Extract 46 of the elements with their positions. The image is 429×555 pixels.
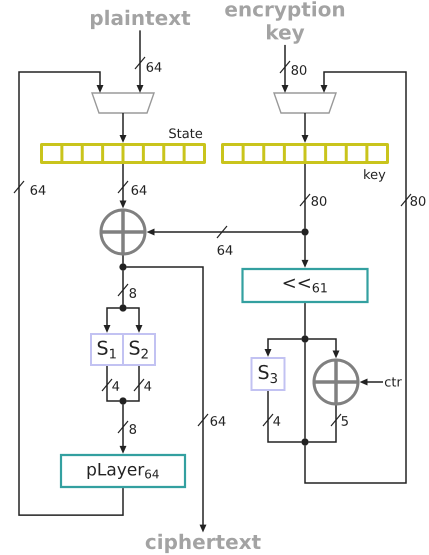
junction-dot — [119, 304, 127, 312]
bit-width-label: 4 — [273, 416, 280, 426]
junction-dot — [301, 228, 309, 236]
connector-line — [122, 256, 124, 264]
bit-width-label: 64 — [30, 185, 46, 195]
bit-width-label: 8 — [130, 424, 136, 434]
process-box: <<$_{61}$ — [241, 268, 369, 304]
arrow — [304, 71, 407, 484]
bit-width-label: 4 — [112, 381, 120, 391]
junction-dot — [301, 335, 309, 343]
connector-line — [304, 342, 306, 438]
connector-line — [126, 366, 140, 402]
input-label: encryption key — [225, 1, 344, 44]
bit-width-label: 80 — [312, 196, 326, 206]
connector-line — [304, 164, 306, 228]
connector-line — [106, 366, 120, 402]
bit-width-label: 80 — [292, 65, 306, 75]
bit-width-label: 8 — [130, 288, 136, 298]
multiplexer-symbol — [273, 92, 337, 114]
input-label: plaintext — [91, 10, 190, 30]
register-label: key — [364, 169, 386, 182]
bit-width-label: 4 — [144, 381, 152, 391]
arrow — [18, 71, 124, 516]
junction-dot — [119, 397, 127, 405]
bit-width-label: 64 — [146, 62, 162, 72]
connector-line — [122, 270, 124, 304]
bit-width-label: 64 — [210, 416, 226, 426]
process-box: pLayer$_{64}$ — [60, 454, 186, 488]
bit-width-label: 5 — [342, 416, 348, 426]
connector-line — [267, 391, 302, 443]
connector-line — [308, 406, 337, 443]
xor-symbol — [312, 358, 360, 406]
junction-dot — [301, 438, 309, 446]
signal-label: ctr — [384, 377, 402, 387]
junction-dot — [119, 263, 127, 271]
substitution-box: S$_{3}$ — [250, 357, 286, 391]
register-label: State — [169, 128, 202, 138]
output-label: ciphertext — [146, 534, 261, 554]
bit-width-label: 64 — [132, 185, 146, 195]
substitution-box: S$_{2}$ — [122, 333, 156, 366]
substitution-box: S$_{1}$ — [90, 333, 124, 366]
connector-line — [304, 303, 306, 336]
bit-width-label: 80 — [410, 196, 426, 206]
xor-symbol — [100, 208, 146, 256]
bit-width-label: 64 — [218, 245, 233, 255]
multiplexer-symbol — [91, 92, 155, 114]
